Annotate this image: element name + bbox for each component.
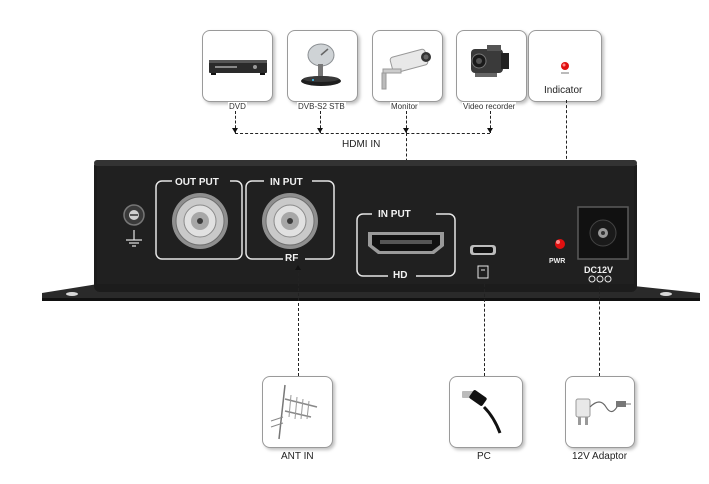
video-recorder-arrow: [487, 128, 493, 133]
rf-label: RF: [285, 253, 299, 264]
dc-jack-icon: [577, 206, 629, 283]
indicator-card: Indicator: [528, 30, 602, 102]
ant-in-arrow: [295, 265, 301, 270]
stb-label: DVB-S2 STB: [297, 102, 346, 111]
pwr-label: PWR: [549, 258, 566, 265]
hd-label: HD: [393, 270, 408, 281]
monitor-arrow: [403, 128, 409, 133]
adaptor-connector: [599, 286, 600, 376]
stb-connector: [320, 111, 321, 133]
hdmi-port-icon: [368, 232, 444, 254]
security-camera-icon: [381, 48, 431, 90]
pc-card: [449, 376, 523, 448]
dvd-arrow: [232, 128, 238, 133]
usb-cable-icon: [462, 390, 502, 434]
indicator-label: Indicator: [544, 85, 583, 96]
dc12v-label: DC12V: [584, 265, 614, 275]
hdmi-in-label: HDMI IN: [342, 139, 381, 150]
camcorder-icon: [471, 45, 509, 77]
dvd-label: DVD: [228, 102, 247, 111]
monitor-connector: [406, 111, 407, 133]
adaptor-label: 12V Adaptor: [572, 451, 628, 462]
monitor-label: Monitor: [390, 102, 419, 111]
video-recorder-card: [456, 30, 527, 102]
dvd-player-icon: [209, 60, 267, 75]
rf-input-label: IN PUT: [270, 177, 303, 188]
led-indicator-icon: [561, 62, 569, 74]
monitor-card: [372, 30, 443, 102]
hdmi-bus-line: [235, 133, 490, 134]
power-led-icon: [555, 239, 565, 249]
ant-in-card: [262, 376, 333, 448]
rf-input-f-connector-icon: [262, 193, 318, 249]
dvd-card: [202, 30, 273, 102]
hdmi-input-label: IN PUT: [378, 209, 411, 220]
output-label: OUT PUT: [175, 177, 219, 188]
ant-in-connector: [298, 268, 299, 376]
stb-arrow: [317, 128, 323, 133]
video-recorder-connector: [490, 111, 491, 133]
video-recorder-label: Video recorder: [462, 102, 517, 111]
antenna-icon: [270, 384, 318, 440]
micro-usb-port-icon: [470, 245, 496, 279]
ant-in-label: ANT IN: [281, 451, 314, 462]
stb-card: [287, 30, 358, 102]
output-f-connector-icon: [172, 193, 228, 249]
pc-label: PC: [477, 451, 491, 462]
dvd-connector: [235, 111, 236, 133]
satellite-dish-icon: [301, 43, 341, 86]
pc-connector: [484, 284, 485, 376]
power-adapter-icon: [575, 398, 631, 425]
adaptor-card: [565, 376, 635, 448]
